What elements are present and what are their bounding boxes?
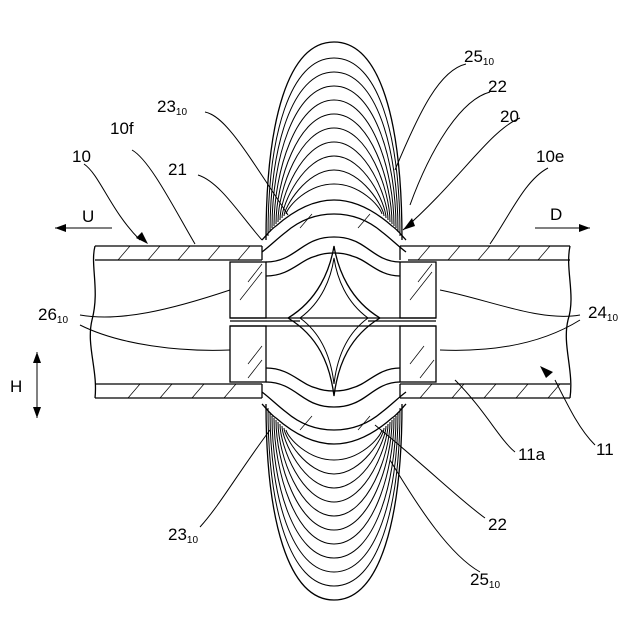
label-u: U <box>82 207 94 226</box>
bellows-bottom <box>266 404 402 600</box>
left-duct <box>90 246 262 398</box>
label-23-bottom: 2310 <box>168 525 198 546</box>
label-23-top: 2310 <box>157 97 187 118</box>
direction-arrow-h <box>33 352 41 418</box>
label-d: D <box>550 205 562 224</box>
label-10f: 10f <box>110 119 134 138</box>
leader-11-arrowhead <box>540 366 553 378</box>
label-25-top: 2510 <box>464 47 494 68</box>
label-20: 20 <box>500 107 519 126</box>
label-h: H <box>10 377 22 396</box>
label-10e: 10e <box>536 147 564 166</box>
left-duct-bottom-hatch <box>128 384 236 398</box>
label-11a: 11a <box>518 445 546 464</box>
label-10: 10 <box>72 147 91 166</box>
direction-arrow-d <box>535 224 590 232</box>
left-duct-top-hatch <box>118 246 250 260</box>
right-duct-top-hatch <box>418 246 550 260</box>
label-24: 2410 <box>588 303 618 324</box>
label-21: 21 <box>168 160 187 179</box>
label-26: 2610 <box>38 305 68 326</box>
label-22-bottom: 22 <box>488 515 507 534</box>
leader-20-arrowhead <box>403 218 415 230</box>
right-duct-bottom-hatch <box>420 384 560 398</box>
label-22-top: 22 <box>488 77 507 96</box>
bellows-top <box>266 42 402 240</box>
joint-body <box>230 200 436 444</box>
label-25-bottom: 2510 <box>470 570 500 591</box>
leader-10-arrowhead <box>136 232 148 244</box>
label-11: 11 <box>596 440 614 459</box>
